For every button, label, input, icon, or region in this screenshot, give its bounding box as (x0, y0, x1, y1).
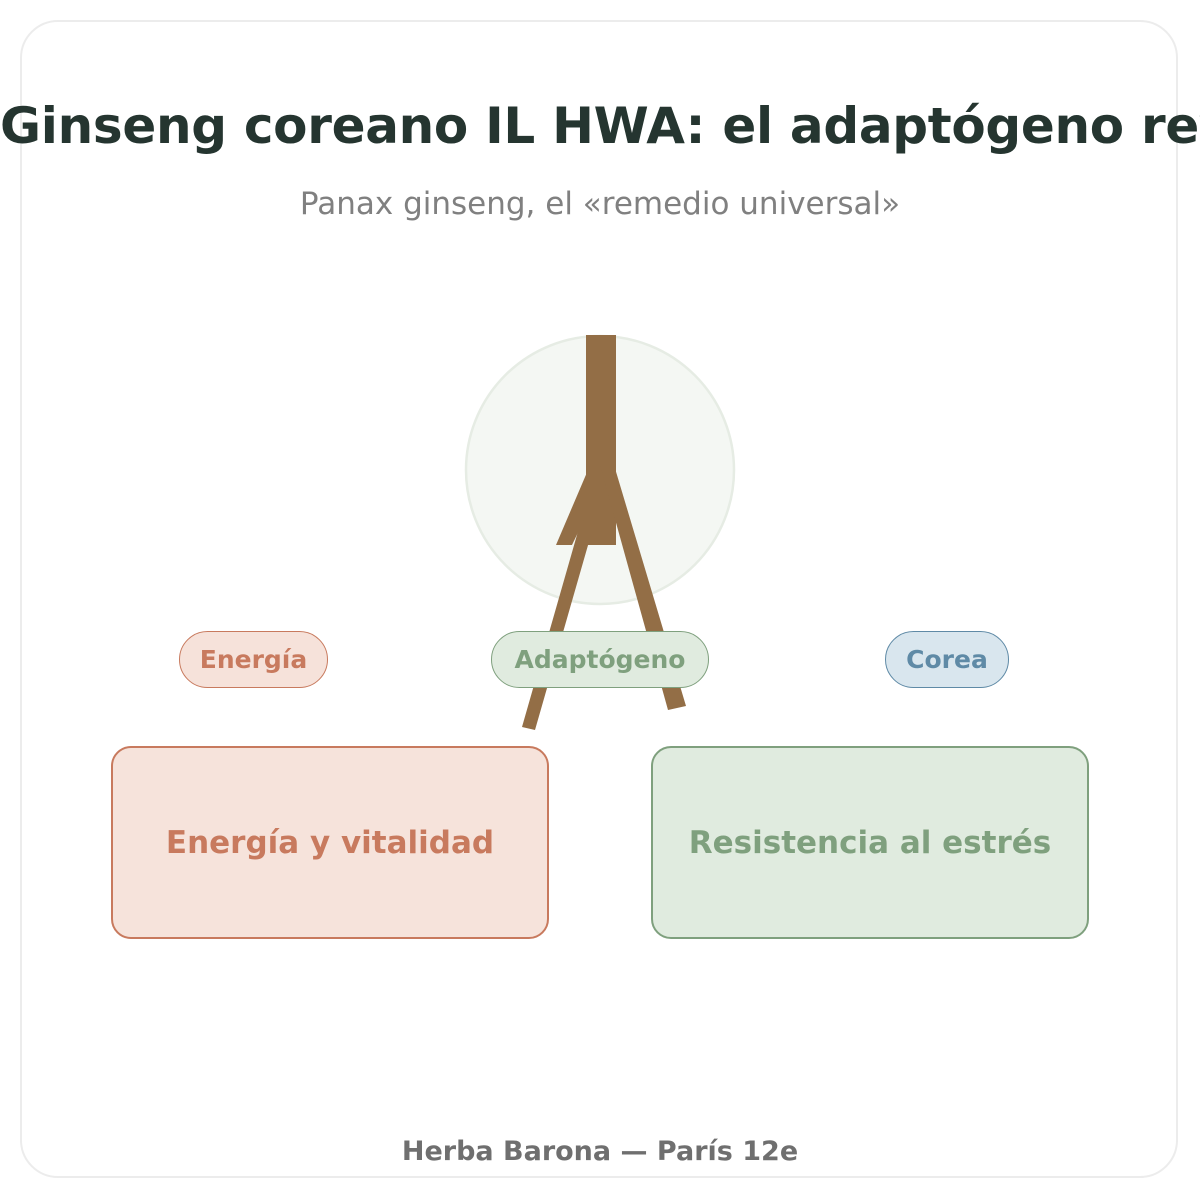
tag-energia: Energía (179, 631, 328, 688)
page-subtitle: Panax ginseng, el «remedio universal» (299, 186, 901, 222)
benefit-stress-label: Resistencia al estrés (688, 824, 1052, 861)
page-title: Ginseng coreano IL HWA: el adaptógeno re… (0, 97, 1200, 155)
benefit-energy-box: Energía y vitalidad (111, 746, 549, 939)
tag-adaptogeno: Adaptógeno (491, 631, 709, 688)
benefit-stress-box: Resistencia al estrés (651, 746, 1089, 939)
tag-corea: Corea (885, 631, 1009, 688)
benefit-energy-label: Energía y vitalidad (165, 824, 495, 861)
footer-brand: Herba Barona — París 12e (401, 1136, 799, 1167)
